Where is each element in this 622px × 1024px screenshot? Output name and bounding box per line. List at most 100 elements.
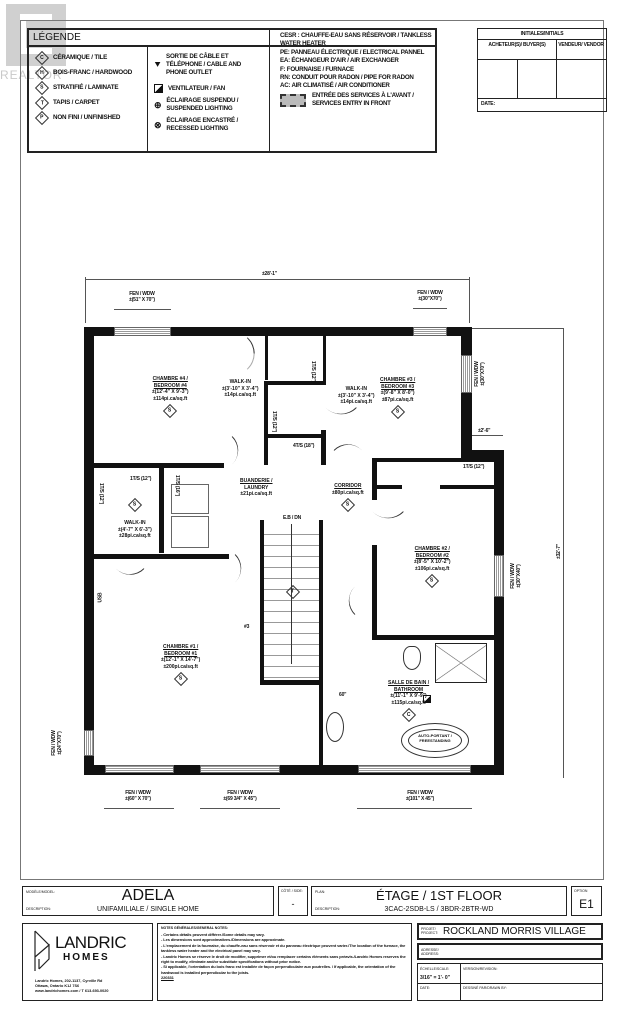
abbrev-pe: PE: PANNEAU ÉLECTRIQUE / ELECTRICAL PANN… [280,48,425,56]
side-value: - [291,899,295,909]
window-bedroom4 [114,327,171,336]
side-box: CÔTÉ / SIDE: - [278,886,308,916]
initials-vendor-header: VENDEUR/ VENDOR [558,42,604,48]
window-label: FEN / WDW±(60" X 70") [125,790,151,802]
wall-step [461,450,504,459]
dryer [171,516,209,548]
legend-item-recessed: ⊗ ÉCLAIRAGE ENCASTRÉ / RECESSED LIGHTING [154,117,238,132]
suspended-light-icon: ⊕ [154,100,162,110]
window-bedroom3-side [461,355,472,393]
scale-box: ÉCHELLE/SCALE: 3/16" = 1'- 0" VERSION/RE… [417,963,603,1001]
notes-code: 220331 [161,975,174,981]
floor-plan: ±28'-1" ±32'-7" ±2'-6" FEN / WDW±(51" X … [51,271,564,809]
shower [435,643,487,683]
legend-item-cable: ⯆ SORTIE DE CÂBLE ET TÉLÉPHONE / CABLE A… [154,53,241,76]
model-description: UNIFAMILIALE / SINGLE HOME [97,906,199,913]
company-sub: HOMES [63,952,110,963]
initials-box: INITIALES/INITIALS ACHETEUR(S)/ BUYER(S)… [477,28,607,112]
room-bedroom1: CHAMBRE #1 /BEDROOM #1 ±(12'-1" X 14'-7"… [161,644,200,687]
legend-item-suspended: ⊕ ÉCLAIRAGE SUSPENDU / SUSPENDED LIGHTIN… [154,97,239,112]
usb-outlet: USB [97,592,104,603]
notes-title: NOTES GÉNÉRALES/GENERAL NOTES: [161,926,229,930]
plan-description: 3CAC-2SDB-LS / 3BDR-2BTR-WD [384,906,494,913]
abbrev-ac: AC: AIR CLIMATISÉ / AIR CONDITIONER [280,82,390,90]
legend-fixtures: ⯆ SORTIE DE CÂBLE ET TÉLÉPHONE / CABLE A… [154,48,266,135]
room-walkin4: WALK-IN±(3'-10" X 3'-4")±14pi.ca/sq.ft [222,379,259,398]
scale-value: 3/16" = 1'- 0" [420,975,450,981]
room-bedroom3: CHAMBRE #3 /BEDROOM #3 ±(9'-8" X 8'-0")±… [380,377,415,420]
window-bedroom1-b [200,765,280,773]
door-swing [333,436,363,465]
window-bedroom2 [494,555,504,597]
window-label: FEN / WDW±(51" X 70") [129,291,155,303]
door-swing [231,337,264,370]
room-walkin1: S WALK-IN±(4'-7" X 6'-3")±28pi.ca/sq.ft [118,497,152,540]
plan-box: PLAN: DESCRIPTION: ÉTAGE / 1ST FLOOR 3CA… [311,886,567,916]
window-bedroom3-top [413,327,447,336]
option-value: E1 [579,897,594,911]
project-box: PROJET/ PROJECT: ROCKLAND MORRIS VILLAGE [417,923,603,940]
abbrev-cesr: CESR : CHAUFFE-EAU SANS RÉSERVOIR / TANK… [280,32,432,48]
carpet-floor-icon: T [285,580,301,600]
shelf-label: 1T/S (12") [271,410,278,433]
realtor-r-logo-icon [6,4,66,66]
step-marker: #3 [244,624,250,630]
fan-icon [423,695,431,703]
door-swing [340,586,370,615]
landric-logo-icon [34,930,50,971]
option-box: OPTION E1 [571,886,602,916]
dim-line-width [85,279,470,280]
room-bedroom2: CHAMBRE #2 /BEDROOM #2 ±(8'-5" X 10'-2")… [414,546,451,589]
room-laundry: BUANDERIE /LAUNDRY±21pi.ca/sq.ft [240,478,273,497]
window-bedroom1-a [105,765,174,773]
sheet-border [20,20,604,880]
shelf-label: 1T/S (12") [98,482,105,505]
wall-left [84,327,94,775]
window-label: FEN / WDW±(30"X70") [474,361,486,387]
dim-overall-width: ±28'-1" [262,271,277,277]
wall-right-lower [494,450,504,775]
shelf-label: 1T/S (12") [310,360,317,383]
window-label: FEN / WDW±(30"X70") [417,290,443,302]
window-label: FEN / WDW±(101" X 45") [405,790,435,802]
wall-bottom [84,765,504,775]
initials-title: INITIALES/INITIALS [520,31,564,37]
shelf-label: 1T/S (16") [174,474,181,497]
stairs-label: E.B / DN [282,515,302,521]
address-box: ADRESSE/ ADDRESS: [417,943,603,960]
shelf-label: 1T/S (12") [130,476,152,482]
legend-item-fan: VENTILATEUR / FAN [154,82,266,95]
model-box: MODÈLE/MODEL: DESCRIPTION: ADELA UNIFAMI… [22,886,274,916]
recessed-light-icon: ⊗ [154,120,162,130]
cable-phone-outlet-icon: ⯆ [154,60,162,70]
company-name: LANDRIC [55,933,127,952]
door-swing [372,495,404,528]
model-name: ADELA [121,887,175,904]
services-entry-icon [280,93,306,107]
fan-icon [154,84,163,93]
shelf-label: 1T/S (12") [463,464,485,470]
notes-list: - Certains détails peuvent différer./Som… [161,932,409,981]
room-bathroom: SALLE DE BAIN /BATHROOM ±(11'-1" X 9'-9"… [388,680,429,723]
legend-services-entry: ENTRÉE DES SERVICES À L'AVANT / SERVICES… [280,92,435,109]
abbrev-ea: EA: ÉCHANGEUR D'AIR / AIR EXCHANGER [280,57,399,65]
legend-title: LÉGENDE [33,32,81,43]
abbrev-f: F: FOURNAISE / FURNACE [280,65,354,73]
window-bedroom1-side [84,730,94,756]
project-name: ROCKLAND MORRIS VILLAGE [443,926,586,937]
toilet [403,646,421,670]
dim-line-depth [563,328,564,778]
window-bathroom [358,765,471,773]
wall-top [84,327,472,336]
room-corridor: CORRIDOR±80pi.ca/sq.ft S [332,483,364,513]
realtor-text: REALTOR [0,68,63,82]
initials-buyer-header: ACHETEUR(S)/ BUYER(S) [488,42,546,48]
window-label: FEN / WDW±(69 3/4" X 45") [223,790,257,802]
window-label: FEN / WDW±(30"X40") [510,563,522,589]
door-swing [217,436,247,465]
